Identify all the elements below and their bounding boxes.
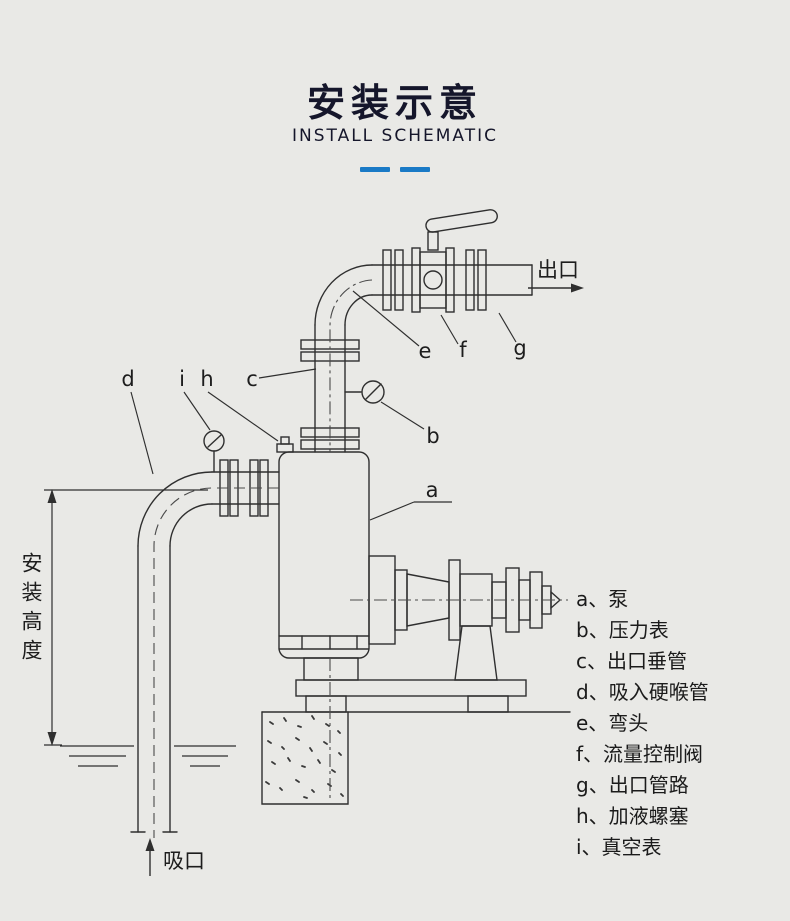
flange [394,249,404,311]
legend-item-h: h、加液螺塞 [576,804,689,828]
part-letter-e: e [419,339,432,363]
base-and-foundation [261,657,571,805]
flow-control-valve [411,209,498,313]
divider-dash-left [360,167,390,172]
part-letter-d: d [121,367,134,391]
elbow [314,264,373,326]
filling-plug [276,436,294,453]
part-letter-g: g [513,336,526,360]
legend-item-a: a、泵 [576,587,629,611]
flange [300,439,360,450]
concrete-texture [265,715,344,799]
page-title: 安装示意 [306,81,483,125]
water-level-lines [60,745,236,767]
part-letter-a: a [426,478,439,502]
part-letter-f: f [459,338,467,362]
parts-legend: a、泵 b、压力表 c、出口垂管 d、吸入硬喉管 e、弯头 f、流量控制阀 g、… [576,588,709,859]
part-letter-c: c [246,367,258,391]
legend-item-i: i、真空表 [576,835,662,859]
valve-handle [425,209,498,233]
suction-pipe [130,471,213,833]
pipework-lines [130,209,571,833]
label-outlet: 出口 [537,258,579,282]
pressure-gauge [344,380,385,404]
inlet-arrow [145,838,155,851]
part-letter-h: h [200,367,213,391]
legend-item-g: g、出口管路 [576,773,689,797]
legend-item-c: c、出口垂管 [576,649,687,673]
flange [477,249,487,311]
legend-item-b: b、压力表 [576,618,669,642]
centerlines [153,279,568,838]
page-subtitle: INSTALL SCHEMATIC [292,126,498,146]
part-letter-b: b [426,424,439,448]
diagram-texts: 出口 吸口 d i h c e f g b a [121,258,579,873]
leader-lines [130,290,517,521]
dimension-install-height [44,489,208,746]
install-height-label: 安装高度 [19,552,43,668]
legend-item-f: f、流量控制阀 [576,742,704,766]
divider-dash-right [400,167,430,172]
label-inlet: 吸口 [163,849,205,873]
flange [382,249,392,311]
outlet-arrow [571,283,584,293]
pump-body [278,451,370,659]
flange [465,249,475,311]
part-letter-i: i [179,367,185,391]
vacuum-gauge [203,430,225,473]
flow-arrows [145,283,584,876]
bearing-shaft-assembly [368,555,562,681]
title-divider [0,167,790,172]
legend-item-e: e、弯头 [576,711,649,735]
legend-item-d: d、吸入硬喉管 [576,680,709,704]
